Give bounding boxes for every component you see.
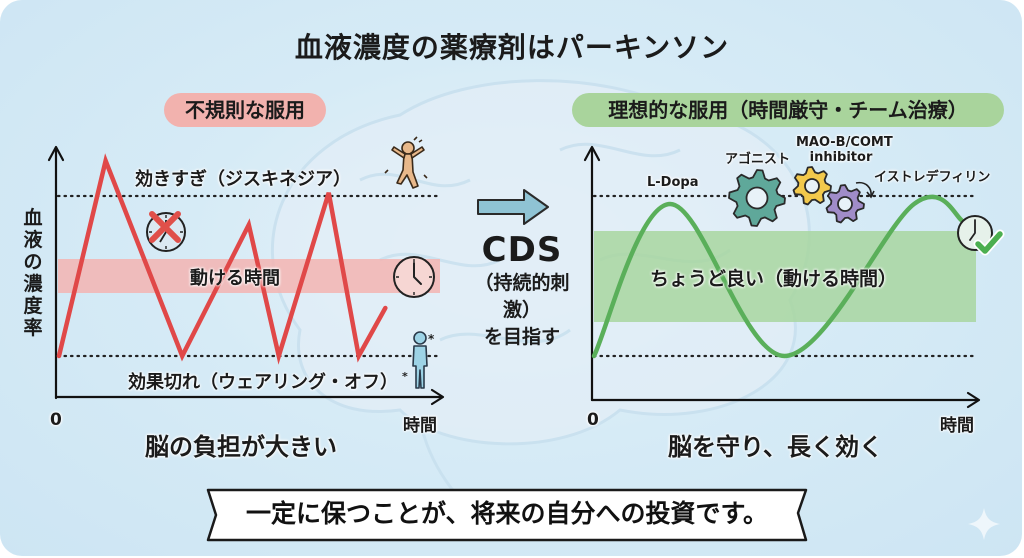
left-band-label: 動ける時間 <box>190 268 280 289</box>
right-band-label: ちょうど良い（動ける時間） <box>650 268 898 290</box>
left-y-axis-label: 血 液 の 濃 度 率 <box>23 207 43 339</box>
left-panel-header: 不規則な服用 <box>164 93 326 127</box>
left-caption: 脳の負担が大きい <box>145 433 337 461</box>
cds-block: CDS （持続的刺激） を目指す <box>462 230 582 351</box>
clock-cross-icon <box>146 211 186 252</box>
banner-message: 一定に保つことが、将来の自分への投資です。 <box>245 499 768 528</box>
gear-teal-icon <box>728 169 786 227</box>
banner-ribbon <box>206 488 808 542</box>
agonist-label: アゴニスト <box>725 152 791 167</box>
dyskinesia-person-icon <box>384 136 428 189</box>
curved-arrow-head-icon <box>866 190 875 199</box>
right-mobility-band <box>594 231 976 322</box>
left-origin-label: 0 <box>50 410 62 430</box>
left-axes <box>47 145 445 406</box>
clock-icon <box>393 256 435 298</box>
istradefylline-label: イストレデフィリン <box>874 170 991 185</box>
right-panel-header: 理想的な服用（時間厳守・チーム治療） <box>572 93 1004 127</box>
wearing-off-label: 効果切れ（ウェアリング・オフ） <box>128 372 398 393</box>
left-x-axis-label: 時間 <box>403 416 437 436</box>
page-title: 血液濃度の薬療剤はパーキンソン <box>294 31 730 64</box>
svg-text:*: * <box>428 332 435 346</box>
gear-yellow-icon <box>792 166 832 206</box>
left-concentration-line <box>56 153 388 365</box>
right-origin-label: 0 <box>587 410 599 430</box>
cds-title: CDS <box>481 230 563 270</box>
ldopa-label: L-Dopa <box>647 175 699 190</box>
right-arrow-icon <box>477 189 549 225</box>
dyskinesia-label: 効きすぎ（ジスキネジア） <box>135 169 351 190</box>
curved-arrow-icon <box>855 181 872 197</box>
sparkle-icon <box>968 508 1000 540</box>
gear-purple-icon <box>825 184 865 224</box>
cds-goal: を目指す <box>483 326 560 348</box>
right-concentration-curve <box>591 194 966 359</box>
wearing-off-person-icon: * * <box>402 331 435 389</box>
right-caption: 脳を守り、長く効く <box>668 433 884 461</box>
left-mobility-band <box>58 259 440 293</box>
right-axes <box>583 145 981 409</box>
cds-subtitle: （持続的刺激） <box>474 272 570 321</box>
svg-text:*: * <box>402 370 408 383</box>
right-x-axis-label: 時間 <box>940 416 974 436</box>
clock-check-icon <box>957 215 1005 256</box>
maob-comt-label: MAO-B/COMT inhibitor <box>796 135 893 165</box>
